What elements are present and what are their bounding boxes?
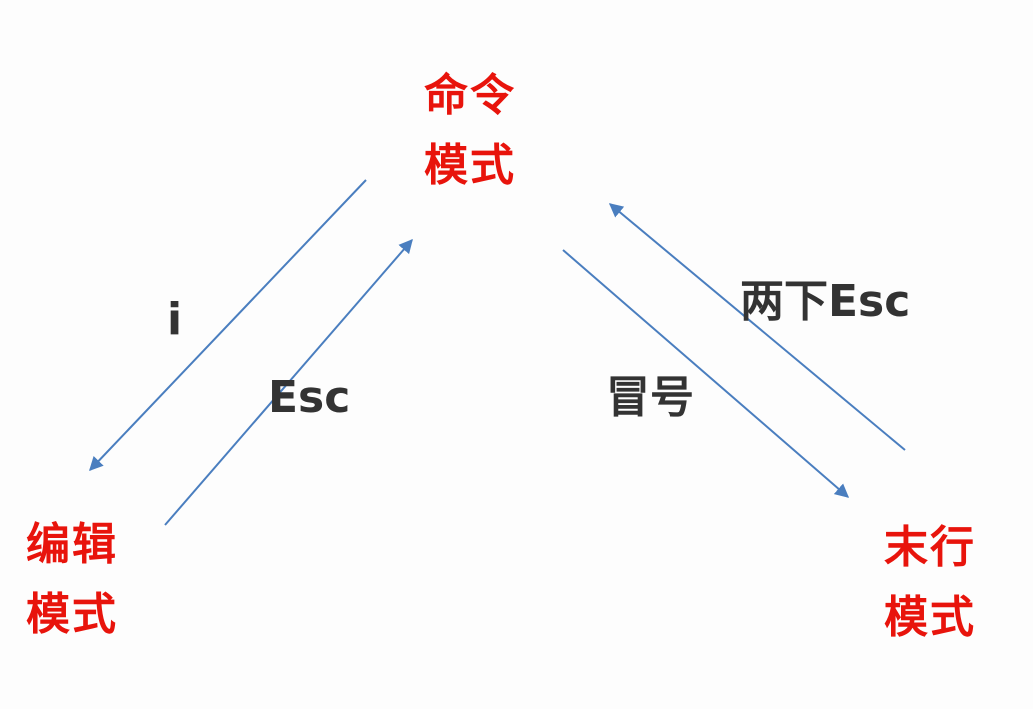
arrow-command-to-lastline (562, 249, 850, 498)
lastline-mode-line2: 模式 (884, 592, 976, 643)
label-double-esc: 两下Esc (740, 276, 911, 327)
lastline-mode-line1: 末行 (884, 522, 976, 573)
arrow-lastline-to-command (608, 203, 906, 451)
label-i: i (167, 294, 183, 345)
lastline-mode-node: 末行 模式 (884, 526, 976, 640)
edit-mode-node: 编辑 模式 (26, 523, 118, 637)
arrow-command-to-edit (89, 179, 367, 472)
command-mode-line2: 模式 (424, 140, 516, 191)
command-mode-node: 命令 模式 (424, 74, 516, 188)
arrow-edit-to-command (164, 238, 413, 526)
command-mode-line1: 命令 (424, 70, 516, 121)
label-esc: Esc (268, 372, 351, 423)
edit-mode-line1: 编辑 (26, 519, 118, 570)
edit-mode-line2: 模式 (26, 589, 118, 640)
label-colon: 冒号 (606, 372, 694, 423)
